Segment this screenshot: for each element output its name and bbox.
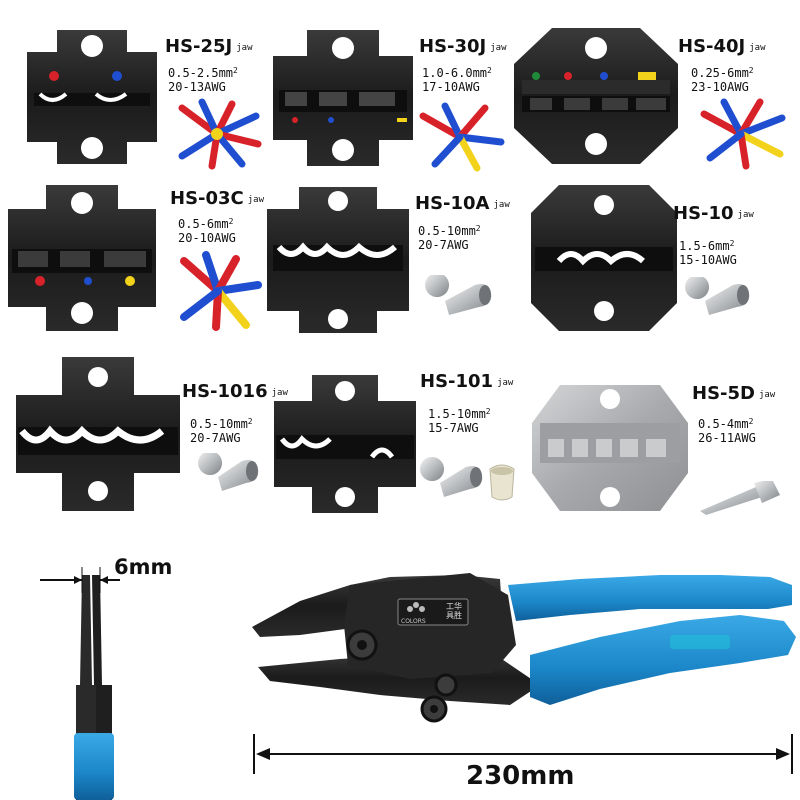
ring-terminal-icon bbox=[420, 457, 483, 497]
end-cap-connector-icon bbox=[489, 464, 515, 501]
ferrule-pin-icon bbox=[700, 481, 780, 515]
jaw-die-image bbox=[267, 187, 409, 333]
insulated-terminals-icon bbox=[180, 251, 262, 331]
brand-chinese: 工华 具胜 bbox=[446, 602, 462, 620]
jaw-die-image bbox=[514, 28, 678, 164]
brand-name: COLORS bbox=[401, 618, 426, 625]
jaw-die-image bbox=[8, 185, 156, 331]
insulated-terminals-icon bbox=[419, 102, 505, 172]
crimper-side-image bbox=[40, 567, 120, 800]
insulated-terminals-icon bbox=[700, 98, 786, 170]
tool-main-view: 工华 具胜 COLORS 230mm bbox=[240, 555, 800, 800]
ring-terminal-icon bbox=[425, 275, 492, 315]
brand-badge: 工华 具胜 bbox=[398, 598, 468, 624]
jaw-die-image bbox=[273, 30, 413, 166]
tool-side-view: 6mm bbox=[0, 545, 200, 800]
ring-terminal-icon bbox=[685, 277, 750, 315]
length-dimension-label: 230mm bbox=[466, 761, 575, 791]
jaw-die-image bbox=[27, 30, 157, 164]
jaw-die-image bbox=[16, 357, 180, 511]
jaw-die-image bbox=[274, 375, 416, 513]
insulated-terminals-icon bbox=[178, 98, 262, 170]
length-dimension-line bbox=[253, 734, 793, 774]
width-dimension-label: 6mm bbox=[114, 555, 173, 579]
ring-terminal-icon bbox=[198, 453, 259, 491]
crimper-tool-image bbox=[252, 573, 796, 723]
jaw-die-image bbox=[532, 385, 688, 511]
jaw-die-image bbox=[531, 185, 677, 331]
